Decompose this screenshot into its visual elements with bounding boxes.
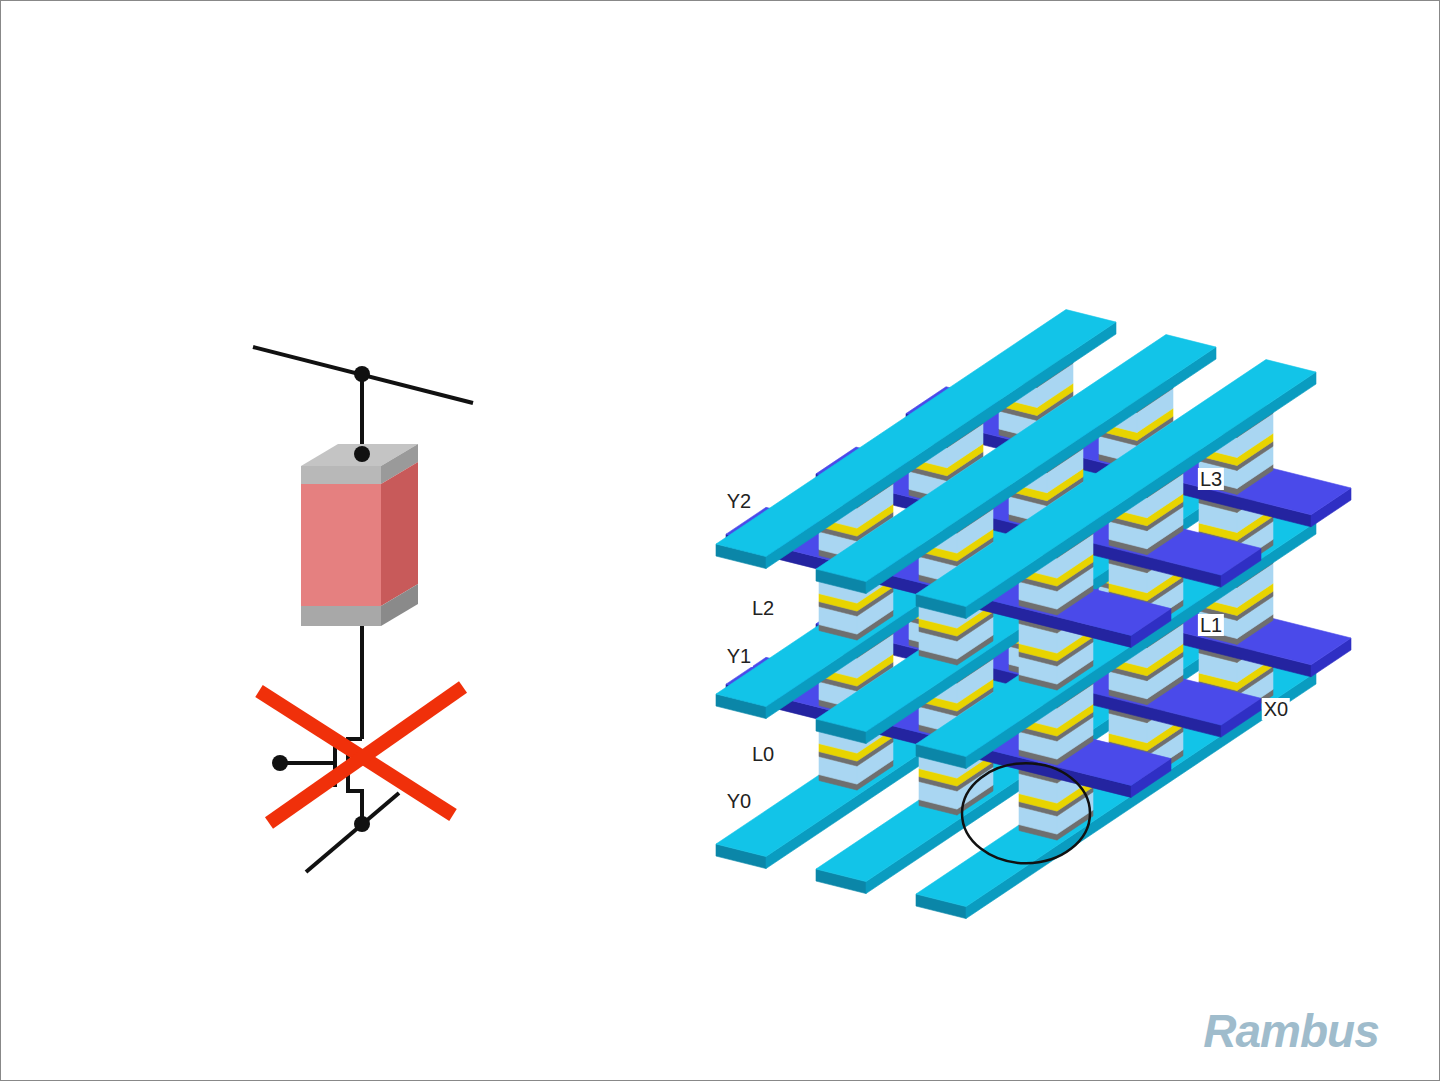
junction-dot [354, 816, 370, 832]
layer-label: L0 [750, 743, 776, 765]
cell-body [301, 484, 381, 606]
watermark: Rambus [1201, 1006, 1380, 1057]
layer-label: L2 [750, 597, 776, 619]
terminal-dot [272, 755, 288, 771]
layer-label: L1 [1198, 614, 1224, 636]
memory-cell-schematic [253, 347, 473, 872]
wire [360, 626, 364, 739]
layer-label: Y1 [725, 645, 753, 667]
cell-side [381, 584, 418, 626]
gate-wire [280, 761, 335, 765]
bit-line-bar [916, 360, 1316, 607]
highlight-circle [962, 763, 1090, 863]
cell-cap [301, 606, 381, 626]
bit-line-bar [966, 372, 1316, 619]
cross-mark [269, 687, 463, 823]
cell-cap [301, 466, 381, 484]
layer-label: Y2 [725, 490, 753, 512]
crosspoint-array [716, 310, 1351, 919]
wire [360, 374, 364, 454]
bit-line [306, 793, 399, 872]
layer-label: Y0 [725, 790, 753, 812]
layer-label: X0 [1262, 698, 1290, 720]
layer-label: L3 [1198, 468, 1224, 490]
cell-side [381, 462, 418, 606]
terminal-dot [354, 446, 370, 462]
